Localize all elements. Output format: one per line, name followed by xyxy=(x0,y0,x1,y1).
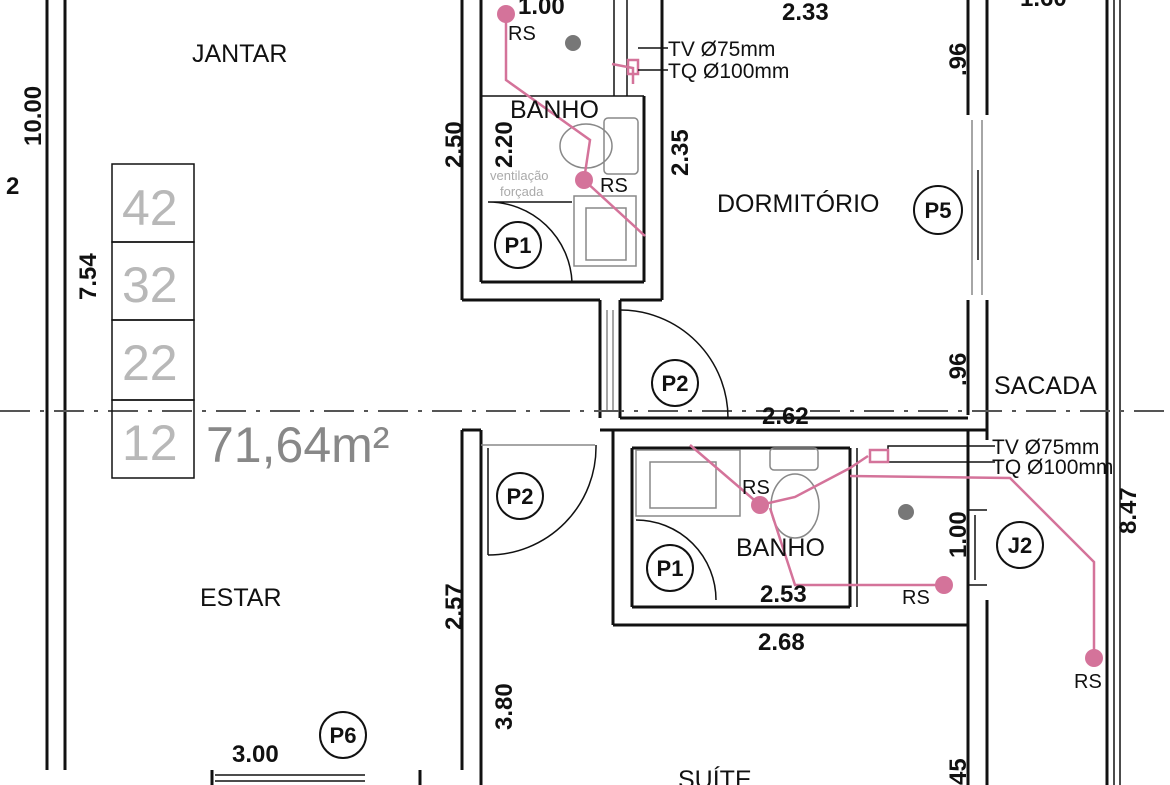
pipe-note: TV Ø75mm xyxy=(668,38,775,61)
dim-label: 1.60 xyxy=(1020,0,1067,12)
drain-icon xyxy=(898,504,914,520)
pipe-node xyxy=(575,171,593,189)
svg-text:P2: P2 xyxy=(507,484,534,509)
door-tag-p2-top: P2 xyxy=(651,359,699,407)
rs-label: RS xyxy=(508,23,536,45)
svg-text:P1: P1 xyxy=(657,556,684,581)
rs-label: RS xyxy=(902,587,930,609)
door-tag-p1-bottom: P1 xyxy=(646,544,694,592)
dim-label: 2.50 xyxy=(441,121,468,168)
floor-number: 22 xyxy=(122,335,178,391)
floor-number: 32 xyxy=(122,257,178,313)
svg-text:P1: P1 xyxy=(505,233,532,258)
room-label-banho-top: BANHO xyxy=(510,96,599,124)
dim-label: 2.68 xyxy=(758,629,805,656)
rs-label: RS xyxy=(742,477,770,499)
drain-icon xyxy=(565,35,581,51)
door-swings xyxy=(487,201,729,601)
room-label-sacada: SACADA xyxy=(994,372,1097,400)
svg-text:J2: J2 xyxy=(1008,533,1032,558)
door-tag-p6: P6 xyxy=(319,711,367,759)
pipe-node xyxy=(1085,649,1103,667)
dim-label: 10.00 xyxy=(20,86,47,146)
floor-stack: 42 32 22 12 xyxy=(111,163,195,479)
room-label-estar: ESTAR xyxy=(200,584,282,612)
area-label: 71,64m² xyxy=(206,417,389,473)
floor-number: 42 xyxy=(122,180,178,236)
pipe-node xyxy=(935,576,953,594)
pipe-note: TQ Ø100mm xyxy=(668,60,789,83)
door-tag-p5: P5 xyxy=(913,185,963,235)
pipe-node xyxy=(497,5,515,23)
fixtures xyxy=(559,35,969,539)
pipe-node xyxy=(751,496,769,514)
room-label-banho-bottom: BANHO xyxy=(736,534,825,562)
ventilation-note: forçada xyxy=(500,184,544,199)
dim-label: 45 xyxy=(945,758,972,785)
ventilation-note: ventilação xyxy=(490,168,549,183)
door-tag-p2-left: P2 xyxy=(496,472,544,520)
pipe-note: TQ Ø100mm xyxy=(992,456,1113,479)
svg-text:P2: P2 xyxy=(662,371,689,396)
dim-label: 2.53 xyxy=(760,581,807,608)
dim-label: 3.00 xyxy=(232,741,279,768)
dim-label: 1.00 xyxy=(518,0,565,20)
dim-label: 2.33 xyxy=(782,0,829,26)
pipes xyxy=(497,5,1103,667)
dim-label: .96 xyxy=(945,43,972,76)
dim-label: 2.20 xyxy=(491,121,518,168)
room-label-jantar: JANTAR xyxy=(192,40,287,68)
dim-label: 2 xyxy=(6,173,19,200)
door-tag-p1-top: P1 xyxy=(494,221,542,269)
rs-label: RS xyxy=(1074,671,1102,693)
svg-text:P6: P6 xyxy=(330,723,357,748)
dim-label: .96 xyxy=(945,353,972,386)
dim-label: 2.62 xyxy=(762,403,809,430)
room-label-suite: SUÍTE xyxy=(678,765,752,785)
dim-label: 8.47 xyxy=(1115,487,1142,534)
floor-number: 12 xyxy=(122,415,178,471)
dim-label: 3.80 xyxy=(491,683,518,730)
svg-text:P5: P5 xyxy=(925,198,952,223)
rs-label: RS xyxy=(600,175,628,197)
dim-label: 1.00 xyxy=(945,511,972,558)
pipe-note: TV Ø75mm xyxy=(992,436,1099,459)
door-tag-j2: J2 xyxy=(996,521,1044,569)
dim-label: 7.54 xyxy=(75,253,102,300)
room-label-dormitorio: DORMITÓRIO xyxy=(717,189,880,218)
dim-label: 2.35 xyxy=(667,129,694,176)
dim-label: 2.57 xyxy=(441,583,468,630)
